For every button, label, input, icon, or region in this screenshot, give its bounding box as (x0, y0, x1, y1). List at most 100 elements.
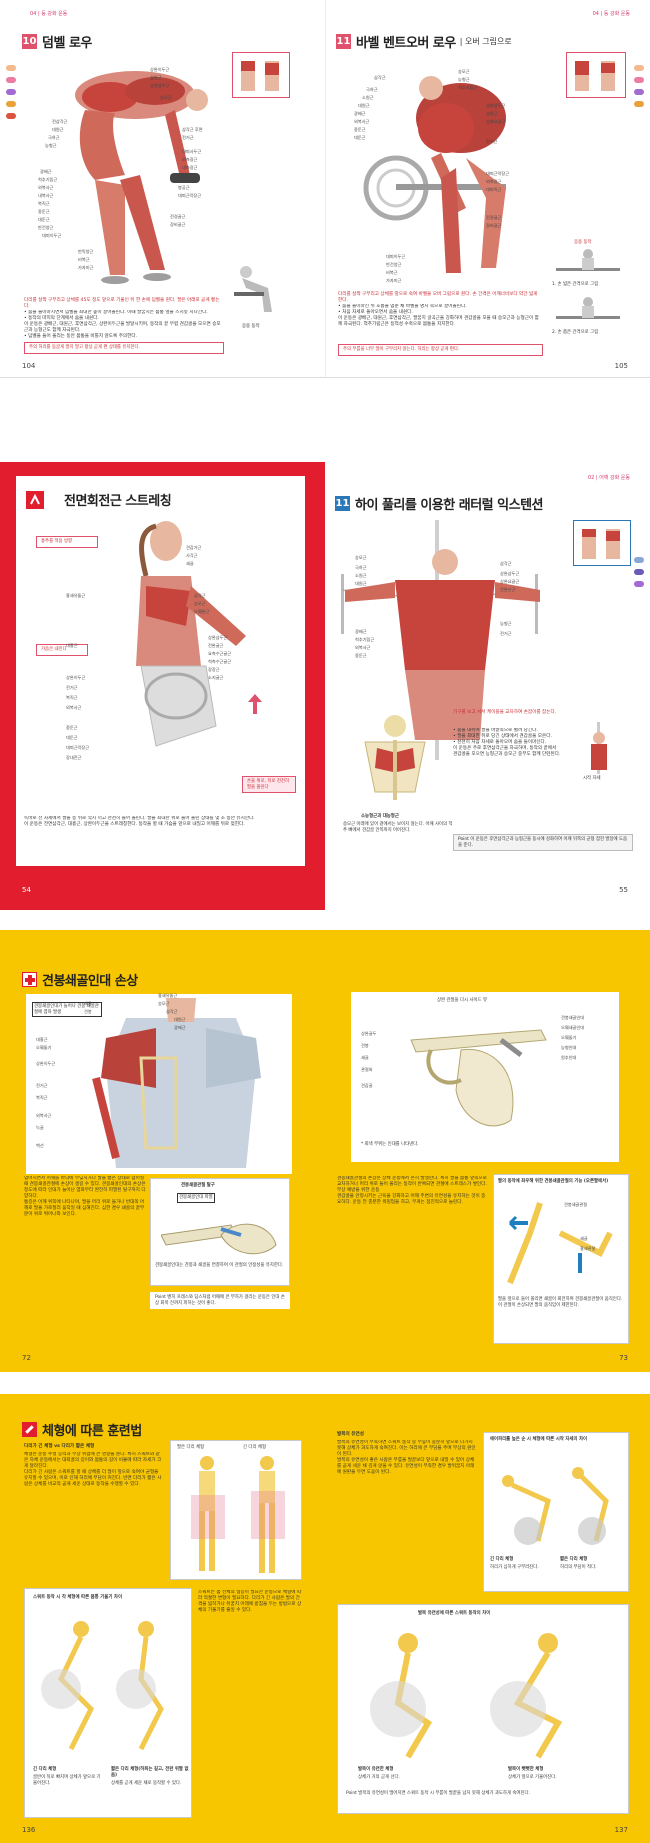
panel-title: 발목 유연성에 따른 스쿼트 동작의 차이 (418, 1611, 491, 1616)
muscle-label: 대원근 (355, 581, 367, 586)
right-caption-title: 짧은 다리 체형 (560, 1557, 588, 1562)
muscle-label: 상완요골근 (500, 579, 520, 584)
section-tab-4 (634, 101, 644, 107)
exercise-number: 11 (335, 496, 350, 511)
anatomy-label: 오훼돌기 (36, 1045, 52, 1050)
right-caption-text: 상체를 곧게 세운 채로 동작할 수 있다. (111, 1781, 182, 1786)
body-text: 견봉쇄골관절의 손상은 상체 운동에서 흔히 발생한다. 특히 팔을 몸통 앞쪽… (337, 1176, 487, 1205)
up-arrow-icon (248, 694, 262, 714)
exercise-title: 하이 풀리를 이용한 래터럴 익스텐션 (355, 498, 544, 513)
anatomy-label: 견봉쇄골인대 (561, 1015, 585, 1020)
running-head: 02 | 어깨 강화 운동 (587, 475, 630, 481)
narrow-grip-figure (556, 297, 620, 319)
anatomy-label: 원추인대 (561, 1055, 577, 1060)
anatomy-label: 대원근 (174, 1017, 186, 1022)
body-text: • 숨을 들이마시면서 덤벨을 최대한 높이 끌어올린다. 이때 팔꿈치는 몸통… (24, 310, 221, 339)
anatomy-label: 백선 (36, 1143, 44, 1148)
muscle-label: 외복사근 (354, 119, 370, 124)
section-tab-2 (634, 569, 644, 575)
lateral-extension-anatomy-illustration (341, 520, 540, 760)
page-number: 137 (614, 1826, 628, 1834)
muscle-label: 삼각근 (194, 593, 206, 598)
page-number: 73 (619, 1354, 628, 1362)
muscle-label: 비복근 (386, 270, 398, 275)
muscle-label: 쇄골 (186, 561, 194, 566)
muscle-label: 광배근 (40, 169, 52, 174)
left-caption-title: 발목이 유연한 체형 (358, 1767, 394, 1772)
left-caption-title: 긴 다리 체형 (33, 1767, 57, 1772)
muscle-label: 중둔근 (354, 127, 366, 132)
muscle-label: 극하근 (48, 135, 60, 140)
left-caption-title: 긴 다리 체형 (490, 1557, 514, 1562)
muscle-diagram-thumbnail (573, 520, 631, 566)
exercise-title: 덤벨 로우 (42, 36, 92, 51)
injury-title-row: 견봉쇄골인대 손상 (22, 970, 138, 989)
muscle-label: 중둔근 (355, 653, 367, 658)
section-tab-5 (6, 113, 16, 119)
muscle-label: 복직근 (38, 201, 50, 206)
muscle-label: 상완삼두근 (150, 83, 170, 88)
variation-heading: 응용 동작 (574, 240, 592, 245)
left-caption-text: 상체가 거의 곧게 선다. (358, 1775, 400, 1780)
muscle-label: 전완굴근 (208, 643, 224, 648)
muscle-label: 승모근 (194, 601, 206, 606)
caution-note: 주의 무릎을 너무 많이 구부리지 않는다. 허리는 항상 곧게 편다. (338, 344, 543, 356)
muscle-label: 전거근 (66, 685, 78, 690)
thumbnail-figures (582, 529, 620, 559)
muscle-label: 견갑거근 (186, 545, 202, 550)
ligament-callout: 견봉쇄골인대가 늘어나 견봉 쇄골관절에 염좌 발생 (32, 1002, 102, 1017)
muscle-label: 내복사근 (38, 193, 54, 198)
page-inner: 전면회전근 스트레칭 흉추를 적용 방향 가슴은 내민다 흉쇄유돌근 대흉근 상… (16, 476, 305, 866)
anatomy-label: 견갑골 (361, 1083, 373, 1088)
muscle-label: 외복사근 (355, 645, 371, 650)
muscle-label: 대원근 (52, 127, 64, 132)
callout-chest: 가슴은 내민다 (36, 644, 88, 656)
dumbbell-row-anatomy-illustration (75, 71, 208, 284)
page-72: 견봉쇄골인대 손상 견봉쇄골인대가 늘어나 견봉 쇄골관절에 염좌 발생 쇄골 … (0, 930, 325, 1372)
anatomy-label: 대흉근 (36, 1037, 48, 1042)
muscle-label: 대퇴근막장근 (486, 171, 510, 176)
muscle-label: 상완삼두근 (486, 103, 506, 108)
anatomy-label: 승모근 (158, 1001, 170, 1006)
muscle-label: 대둔근 (38, 217, 50, 222)
muscle-label: 가자미근 (386, 278, 402, 283)
anatomy-label: 쇄골 (361, 1055, 369, 1060)
muscle-label: 광배근 (354, 111, 366, 116)
muscle-label: 대퇴직근 (486, 187, 502, 192)
anatomy-label: 견봉 (361, 1043, 369, 1048)
muscle-label: 극하근 (366, 87, 378, 92)
panel-title: 에어피리를 높은 순 시 체형에 따른 시작 자세의 차이 (490, 1437, 588, 1442)
muscle-label: 내측광근 (182, 165, 198, 170)
muscle-label: 반막양근 (78, 249, 94, 254)
anatomy-label: 늑골 (36, 1125, 44, 1130)
wide-grip-caption: 1. 손 넓은 간격으로 그립 (552, 282, 599, 287)
long-leg-label: 긴 다리 체형 (243, 1445, 266, 1450)
start-position-figure (591, 722, 607, 774)
section-tab-2 (634, 77, 644, 83)
diagram-title: 상완 관절을 다시 사이드 뷰 (437, 998, 488, 1003)
joint-label: 견봉쇄골관절 (564, 1202, 588, 1207)
body-text: 체형은 운동 수행 능력과 부상 위험에 큰 영향을 준다. 특히 스쿼트와 같… (24, 1452, 162, 1487)
muscle-diagram-thumbnail (232, 52, 290, 98)
running-head: 04 | 등 강화 운동 (30, 11, 68, 17)
muscle-label: 외측광근 (486, 179, 502, 184)
deadlift-skeletons-illustration (502, 1467, 609, 1545)
medical-cross-icon (22, 972, 37, 987)
muscle-label: 광배근 (355, 629, 367, 634)
muscle-label: 사각근 (186, 553, 198, 558)
anatomy-label: 상완이두근 (36, 1061, 56, 1066)
anatomy-label: 능형인대 (561, 1045, 577, 1050)
start-position-panel: 시작 자세 (565, 720, 635, 786)
page-55: 02 | 어깨 강화 운동 11 하이 풀리를 이용한 래터럴 익스텐션 승모근… (325, 462, 650, 910)
muscle-label: 척추기립근 (458, 85, 478, 90)
exercise-title: 바벨 벤트오버 로우 (356, 36, 456, 51)
muscle-label: 대퇴직근 (182, 173, 198, 178)
joint-label: 쇄골 (580, 1236, 588, 1241)
right-caption-title: 짧은 다리 체형(하퇴는 길고, 전완 위팔 없음) (111, 1767, 189, 1778)
muscle-label: 승모근 (160, 95, 172, 100)
ankle-flexibility-panel: 발목 유연성에 따른 스쿼트 동작의 차이 발목이 유연한 체형 상체가 거의 … (337, 1604, 629, 1814)
anatomy-label: 관절와 (361, 1067, 373, 1072)
joint-label: 흉쇄관절 (580, 1246, 596, 1251)
muscle-label: 외복사근 (66, 705, 82, 710)
page-number: 104 (22, 362, 36, 370)
